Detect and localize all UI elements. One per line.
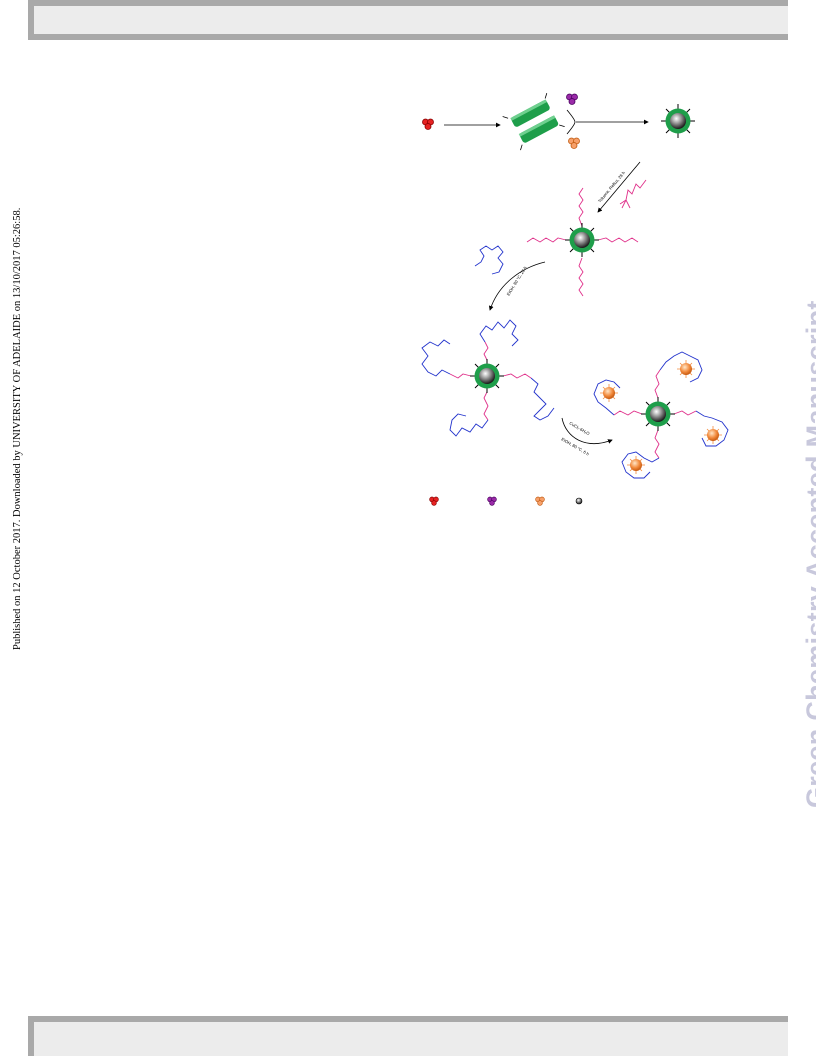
- step3-condition-b: EtOH, 80 °C, 6 h: [561, 437, 591, 457]
- step3-condition-a: CuCl₂·6H₂O: [569, 421, 592, 437]
- arrow-step2: [488, 261, 546, 311]
- footer-band: [28, 1016, 788, 1056]
- copper-complex-nanoparticle: [593, 351, 729, 479]
- legend-orange-icon: [535, 496, 545, 506]
- linker-functionalized-nanoparticle: [526, 187, 639, 297]
- footer-band-inner: [34, 1022, 788, 1056]
- arrow-step3: [561, 417, 613, 444]
- legend-red-icon: [429, 496, 439, 506]
- red-precursor-icon: [422, 118, 434, 130]
- accepted-manuscript-watermark: Green Chemistry Accepted Manuscript: [801, 300, 816, 808]
- ligand-loaded-nanoparticle: [421, 319, 555, 437]
- blue-ligand-reagent: [474, 245, 504, 275]
- legend-core-icon: [575, 497, 583, 505]
- green-support-icon: [502, 92, 565, 151]
- header-band-inner: [34, 6, 788, 34]
- legend-purple-icon: [487, 496, 497, 506]
- converging-bracket: [566, 109, 576, 135]
- magnetic-nanoparticle: [660, 103, 696, 139]
- header-band: [28, 0, 788, 40]
- orange-reagent-icon: [568, 137, 580, 149]
- arrow-step1: [597, 161, 641, 213]
- synthesis-scheme: Toluene, Reflux, 28 h EtOH, 80 °C, 28 h …: [421, 92, 729, 506]
- purple-reagent-icon: [566, 93, 578, 105]
- silane-linker-reagent: [619, 179, 647, 209]
- step1-condition: Toluene, Reflux, 28 h: [597, 170, 627, 204]
- publication-note: Published on 12 October 2017. Downloaded…: [12, 207, 23, 650]
